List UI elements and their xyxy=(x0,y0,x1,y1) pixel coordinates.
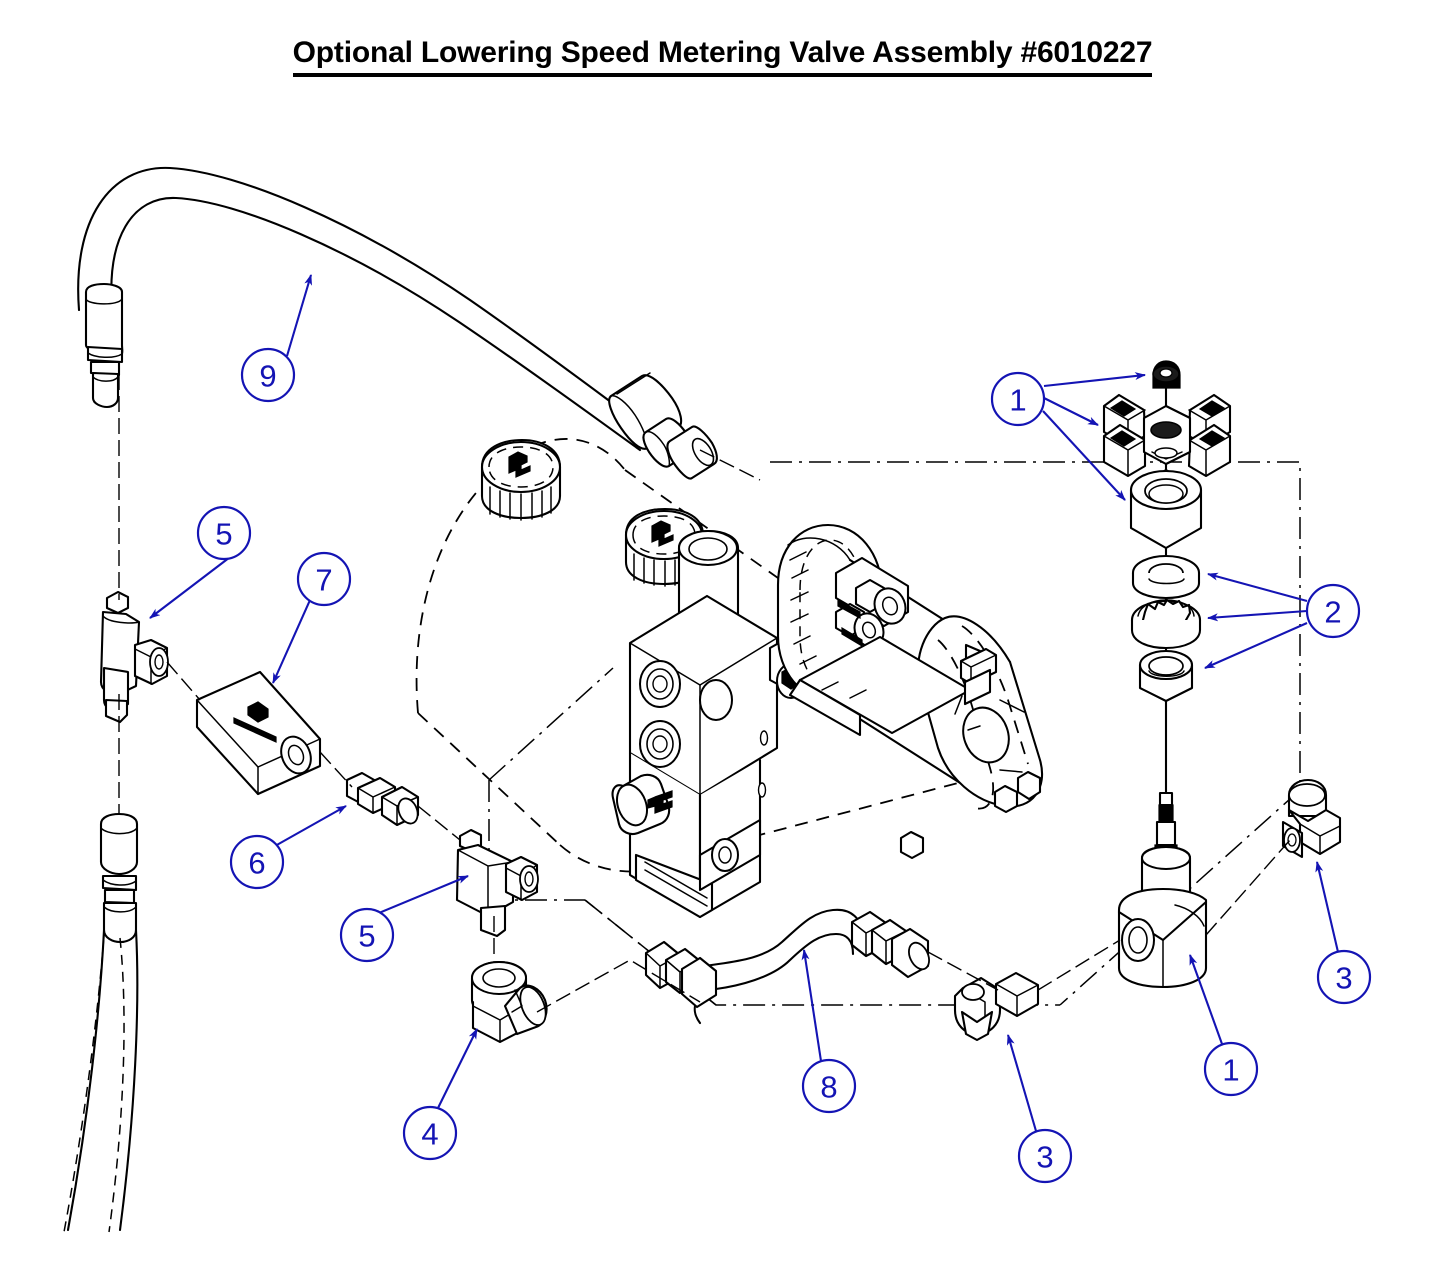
callout-5-upper-label: 5 xyxy=(215,517,232,552)
callout-1-upper[interactable]: 1 xyxy=(990,371,1046,427)
part-2-washer-stack xyxy=(1130,554,1202,703)
alignment-lines xyxy=(118,374,1291,1013)
callout-3-right[interactable]: 3 xyxy=(1316,949,1372,1005)
callout-7[interactable]: 7 xyxy=(296,551,352,607)
flat-washer xyxy=(1131,554,1201,600)
part-5-tee-lower xyxy=(455,828,539,938)
callout-3-left-label: 3 xyxy=(1036,1140,1053,1175)
callout-6-label: 6 xyxy=(248,846,265,881)
callout-5-lower-label: 5 xyxy=(358,919,375,954)
motor-terminal-block xyxy=(834,556,910,648)
callout-3-right-label: 3 xyxy=(1335,961,1352,996)
callout-2[interactable]: 2 xyxy=(1305,583,1361,639)
callout-5-lower[interactable]: 5 xyxy=(339,907,395,963)
callout-4-label: 4 xyxy=(421,1117,438,1152)
callout-8-label: 8 xyxy=(820,1070,837,1105)
reservoir-fill-cap-left xyxy=(480,438,562,521)
part-3-elbow-left xyxy=(953,971,1040,1042)
lower-left-hose xyxy=(63,812,139,1233)
callout-bubbles: 9 5 7 6 5 4 8 xyxy=(196,347,1372,1184)
part-3-elbow-right xyxy=(1281,778,1342,859)
callout-5-upper[interactable]: 5 xyxy=(196,505,252,561)
callout-3-left[interactable]: 3 xyxy=(1017,1128,1073,1184)
callout-1-lower[interactable]: 1 xyxy=(1203,1041,1259,1097)
part-1-metering-valve-body xyxy=(1117,678,1208,989)
hex-jam-nut xyxy=(1138,649,1194,703)
callout-9-label: 9 xyxy=(259,359,276,394)
knob-four-arm xyxy=(1102,393,1232,478)
callout-9[interactable]: 9 xyxy=(240,347,296,403)
part-8-short-hose xyxy=(644,908,930,1025)
callout-2-label: 2 xyxy=(1324,595,1341,630)
callout-4[interactable]: 4 xyxy=(402,1105,458,1161)
callout-8[interactable]: 8 xyxy=(801,1058,857,1114)
callout-6[interactable]: 6 xyxy=(229,834,285,890)
part-9-long-hose xyxy=(77,166,718,480)
part-1-knob-assembly xyxy=(1102,360,1232,682)
callout-1-lower-label: 1 xyxy=(1222,1053,1239,1088)
part-4-street-elbow xyxy=(470,960,548,1044)
dc-electric-motor xyxy=(757,523,1044,860)
hex-lock-nut xyxy=(1129,468,1203,550)
part-5-tee-upper xyxy=(99,590,169,724)
callout-leaders xyxy=(149,274,1340,1132)
part-6-union-connector xyxy=(345,771,420,827)
part-7-check-valve xyxy=(195,670,322,796)
callout-7-label: 7 xyxy=(315,563,332,598)
callout-1-upper-label: 1 xyxy=(1009,383,1026,418)
star-lock-washer xyxy=(1130,598,1202,650)
